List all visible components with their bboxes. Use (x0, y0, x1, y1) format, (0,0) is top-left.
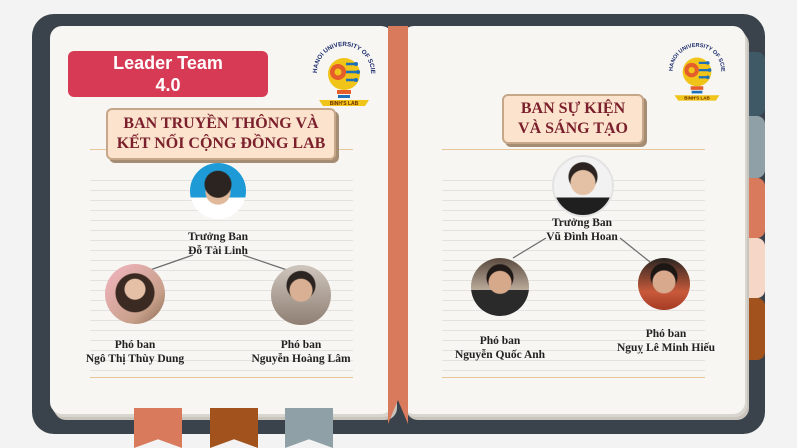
person-name: Ngô Thị Thùy Dung (85, 353, 185, 365)
bookmark-spine (388, 26, 408, 424)
avatar-head-left (190, 163, 246, 219)
logo-banner-text: BINH'S LAB (684, 96, 710, 101)
role: Phó ban (280, 339, 322, 351)
team-title-line: BAN SỰ KIỆN (520, 100, 626, 117)
lab-logo: HANOI UNIVERSITY OF SCIENCE AND TECHNOLO… (662, 36, 725, 101)
avatar-head-right (552, 155, 614, 217)
avatar-deputy-right-2 (638, 258, 690, 310)
person-name: Vũ Đình Hoan (546, 231, 618, 243)
role: Phó ban (114, 339, 156, 351)
role: Phó ban (645, 328, 687, 340)
avatar-deputy-left-2 (271, 265, 331, 325)
head-right-label: Trưởng Ban Vũ Đình Hoan (546, 216, 618, 244)
divider (442, 377, 705, 378)
deputy-right-2-label: Phó ban Nguỵ Lê Minh Hiếu (617, 327, 715, 355)
person-name: Nguỵ Lê Minh Hiếu (616, 342, 716, 354)
leader-title: Leader Team (113, 53, 223, 73)
avatar-deputy-left-1 (105, 264, 165, 324)
role: Phó ban (479, 335, 521, 347)
divider (90, 377, 353, 378)
right-team-title: BAN SỰ KIỆN VÀ SÁNG TẠO (502, 94, 644, 144)
logo-banner-text: BINH'S LAB (330, 101, 359, 107)
deputy-left-1-label: Phó ban Ngô Thị Thùy Dung (86, 338, 184, 366)
divider (442, 149, 705, 150)
deputy-left-2-label: Phó ban Nguyễn Hoàng Lâm (251, 338, 350, 366)
leader-team-badge: Leader Team 4.0 (68, 51, 268, 97)
left-team-title: BAN TRUYỀN THÔNG VÀ KẾT NỐI CỘNG ĐỒNG LA… (106, 108, 336, 160)
role: Trưởng Ban (551, 217, 613, 229)
team-title-line: BAN TRUYỀN THÔNG VÀ (123, 115, 319, 132)
team-title-line: KẾT NỐI CỘNG ĐỒNG LAB (116, 135, 326, 152)
person-name: Nguyễn Hoàng Lâm (251, 353, 351, 365)
deputy-right-1-label: Phó ban Nguyễn Quốc Anh (455, 334, 545, 362)
avatar-deputy-right-1 (471, 258, 529, 316)
team-title-line: VÀ SÁNG TẠO (518, 120, 628, 137)
person-name: Nguyễn Quốc Anh (454, 349, 546, 361)
leader-version: 4.0 (155, 75, 181, 95)
head-left-label: Trưởng Ban Đỗ Tài Linh (188, 230, 248, 258)
lab-logo: HANOI UNIVERSITY OF SCIENCE AND TECHNOLO… (305, 34, 376, 107)
person-name: Đỗ Tài Linh (188, 245, 248, 257)
role: Trưởng Ban (187, 231, 249, 243)
